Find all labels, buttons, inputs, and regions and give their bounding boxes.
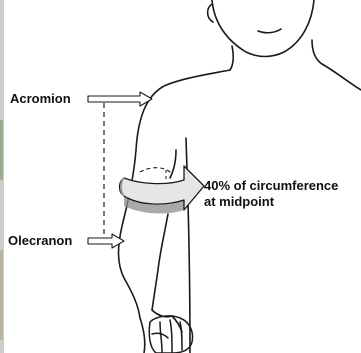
circumference-label-line2: at midpoint (204, 195, 274, 209)
olecranon-label: Olecranon (8, 234, 72, 248)
acromion-pointer-icon (88, 92, 152, 106)
acromion-label: Acromion (10, 92, 71, 106)
band-back-dashed (140, 168, 172, 174)
circumference-label-line1: 40% of circumference (204, 179, 338, 193)
measure-band-icon (120, 166, 205, 213)
fist-outline (149, 316, 192, 353)
head-outline (208, 0, 314, 57)
